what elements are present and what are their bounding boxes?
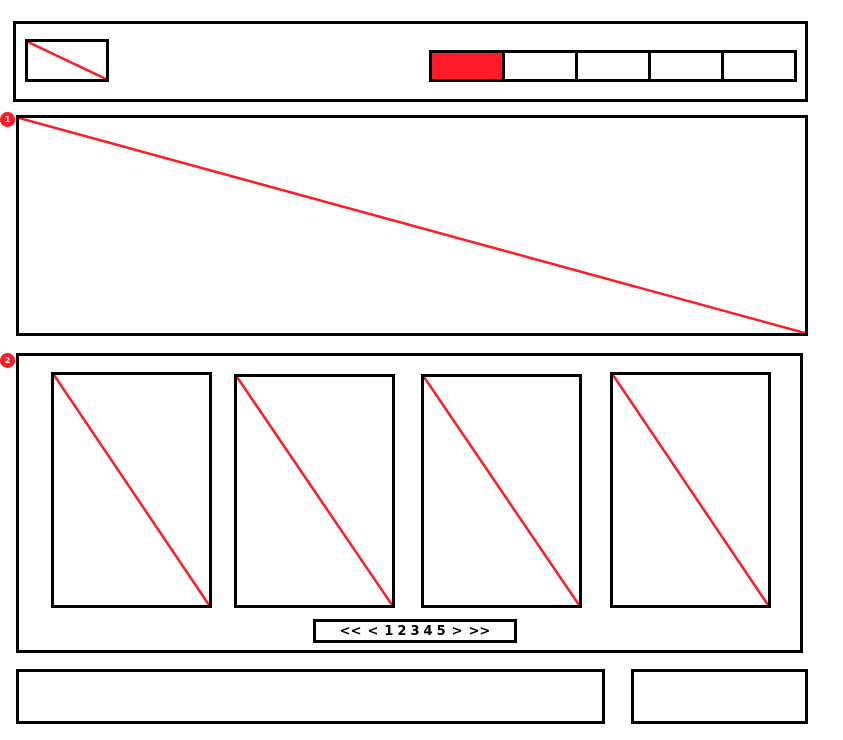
pager-last-button[interactable]: >> — [468, 623, 491, 639]
nav-item-2[interactable] — [502, 53, 575, 79]
pager-page-5[interactable]: 5 — [436, 623, 446, 639]
logo-placeholder[interactable] — [25, 39, 109, 82]
footer-main-block — [16, 669, 605, 724]
pager-first-button[interactable]: << — [339, 623, 362, 639]
gallery-card[interactable] — [51, 372, 212, 608]
nav-item-4[interactable] — [648, 53, 721, 79]
pager-page-1[interactable]: 1 — [384, 623, 394, 639]
top-nav — [429, 50, 797, 82]
pagination: << < 1 2 3 4 5 > >> — [313, 619, 517, 643]
pager-next-button[interactable]: > — [451, 623, 463, 639]
footer-side-block — [631, 669, 808, 724]
placeholder-cross-icon — [19, 118, 805, 333]
gallery-card[interactable] — [610, 372, 771, 608]
placeholder-cross-icon — [54, 375, 209, 605]
placeholder-cross-icon — [424, 377, 579, 605]
section-marker-1: 1 — [0, 112, 15, 127]
gallery-card[interactable] — [421, 374, 582, 608]
section-marker-2: 2 — [0, 353, 15, 368]
pager-page-2[interactable]: 2 — [397, 623, 407, 639]
pager-page-4[interactable]: 4 — [423, 623, 433, 639]
pager-page-3[interactable]: 3 — [410, 623, 420, 639]
gallery-card[interactable] — [234, 374, 395, 608]
placeholder-cross-icon — [613, 375, 768, 605]
pager-prev-button[interactable]: < — [367, 623, 379, 639]
nav-item-1[interactable] — [432, 53, 502, 79]
hero-banner-placeholder — [16, 115, 808, 336]
placeholder-cross-icon — [28, 42, 106, 79]
nav-item-3[interactable] — [575, 53, 648, 79]
placeholder-cross-icon — [237, 377, 392, 605]
pager-pages: 1 2 3 4 5 — [384, 624, 445, 639]
nav-item-5[interactable] — [721, 53, 794, 79]
